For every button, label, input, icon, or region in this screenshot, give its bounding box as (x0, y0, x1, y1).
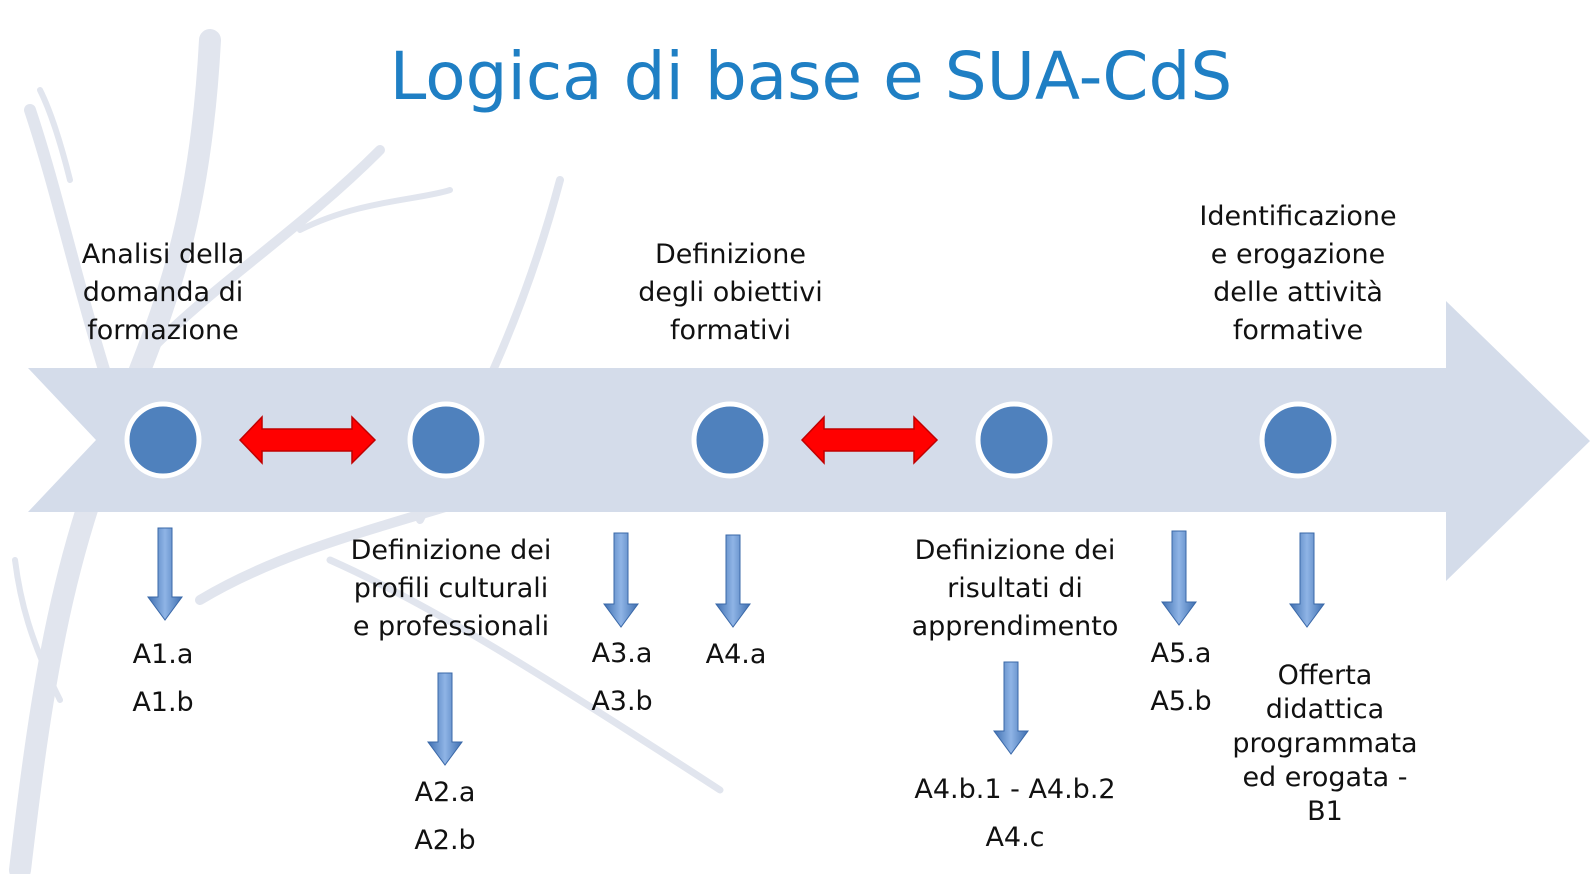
stage-label-risultati-text: Definizione dei risultati di apprendimen… (911, 535, 1119, 642)
code-group-a4b: A4.b.1 - A4.b.2 A4.c (880, 766, 1150, 862)
code-group-a1: A1.a A1.b (113, 631, 213, 727)
down-arrow-a2 (427, 672, 463, 766)
code-a3b: A3.b (591, 686, 653, 717)
stage-label-risultati: Definizione dei risultati di apprendimen… (880, 532, 1150, 646)
down-arrow-a5 (1161, 530, 1197, 626)
code-a1a: A1.a (132, 639, 194, 670)
code-group-a2: A2.a A2.b (395, 769, 495, 865)
code-a5b: A5.b (1150, 686, 1212, 717)
code-a2a: A2.a (414, 777, 476, 808)
slide-title: Logica di base e SUA-CdS (389, 38, 1233, 115)
down-arrow-b1 (1289, 532, 1325, 628)
code-group-a4a: A4.a (686, 631, 786, 679)
code-a4a: A4.a (705, 639, 767, 670)
code-group-a5: A5.a A5.b (1131, 630, 1231, 726)
code-a4b: A4.b.1 - A4.b.2 (914, 774, 1116, 805)
offer-label-text: Offerta didattica programmata ed erogata… (1232, 660, 1418, 827)
stage-label-erogazione-text: Identificazione e erogazione delle attiv… (1199, 201, 1397, 346)
code-a1b: A1.b (132, 687, 194, 718)
offer-label: Offerta didattica programmata ed erogata… (1210, 659, 1440, 829)
node-5 (1259, 401, 1337, 479)
down-arrow-a1 (147, 527, 183, 621)
code-a3a: A3.a (591, 638, 653, 669)
double-arrow-1 (238, 415, 377, 465)
node-2 (407, 401, 485, 479)
node-1 (124, 401, 202, 479)
stage-label-obiettivi: Definizione degli obiettivi formativi (608, 236, 853, 350)
stage-label-erogazione: Identificazione e erogazione delle attiv… (1168, 198, 1428, 350)
stage-label-profili: Definizione dei profili culturali e prof… (320, 532, 582, 646)
down-arrow-a3 (603, 532, 639, 628)
node-4 (975, 401, 1053, 479)
code-a2b: A2.b (414, 825, 476, 856)
code-a5a: A5.a (1150, 638, 1212, 669)
stage-label-analisi-text: Analisi della domanda di formazione (81, 239, 245, 346)
stage-label-analisi: Analisi della domanda di formazione (58, 236, 268, 350)
timeline-nodes (124, 401, 1337, 479)
down-arrow-a4b (993, 661, 1029, 755)
down-arrow-a4a (715, 534, 751, 628)
double-arrow-2 (800, 415, 939, 465)
code-group-a3: A3.a A3.b (572, 630, 672, 726)
code-a4c: A4.c (985, 822, 1045, 853)
stage-label-obiettivi-text: Definizione degli obiettivi formativi (638, 239, 823, 346)
node-3 (691, 401, 769, 479)
stage-label-profili-text: Definizione dei profili culturali e prof… (350, 535, 552, 642)
